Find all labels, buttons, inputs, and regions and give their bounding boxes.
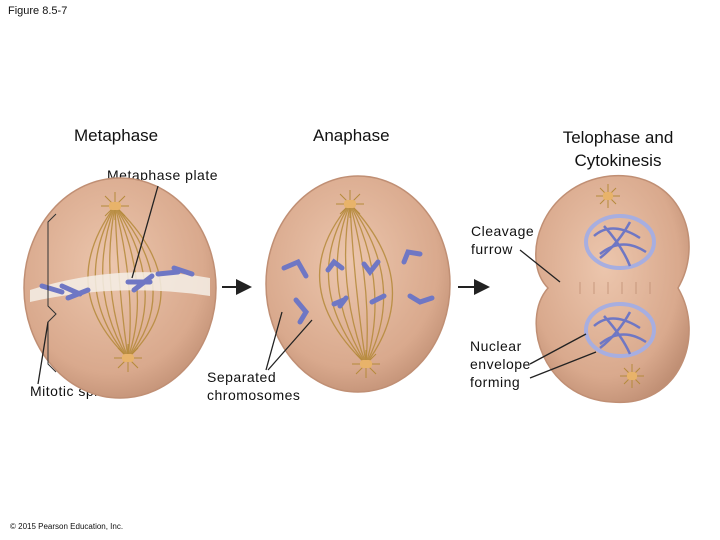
telophase-centrosome-top — [596, 184, 620, 208]
anaphase-spindle-fibers — [318, 203, 394, 365]
telophase-bottom-nucleus — [584, 302, 656, 358]
cleavage-furrow-leader — [519, 249, 561, 283]
mitotic-spindle-leader — [37, 321, 49, 385]
cleavage-furrow — [579, 282, 651, 294]
metaphase-centrosome-bottom — [114, 344, 142, 372]
telophase-cells — [535, 175, 690, 403]
separated-chromosomes-label: Separated chromosomes — [207, 369, 301, 403]
nuclear-envelope-label: Nuclear envelope forming — [470, 338, 531, 390]
anaphase-chromosomes — [281, 249, 435, 325]
spindle-bracket — [47, 213, 57, 373]
metaphase-plate-leader — [131, 185, 159, 279]
anaphase-centrosome-top — [336, 190, 364, 218]
stage-title-telophase: Telophase and Cytokinesis — [562, 128, 674, 170]
anaphase-cell — [265, 175, 451, 393]
anaphase-centrosome-bottom — [352, 350, 380, 378]
metaphase-chromosomes — [39, 265, 195, 301]
metaphase-centrosome-top — [101, 192, 129, 220]
cleavage-furrow-label: Cleavage furrow — [471, 223, 535, 257]
telophase-top-nucleus — [584, 214, 656, 270]
metaphase-plate-band — [30, 272, 210, 302]
copyright-text: © 2015 Pearson Education, Inc. — [10, 522, 124, 531]
separated-chromosomes-leader-2 — [267, 319, 313, 371]
telophase-centrosome-bottom — [620, 364, 644, 388]
figure-label: Figure 8.5-7 — [8, 5, 68, 17]
nuclear-envelope-leader-2 — [529, 351, 597, 379]
stage-title-anaphase: Anaphase — [313, 126, 390, 145]
metaphase-cell — [23, 177, 217, 399]
separated-chromosomes-leader-1 — [265, 311, 283, 371]
stage-title-metaphase: Metaphase — [74, 126, 159, 145]
nuclear-envelope-leader-1 — [529, 333, 587, 365]
